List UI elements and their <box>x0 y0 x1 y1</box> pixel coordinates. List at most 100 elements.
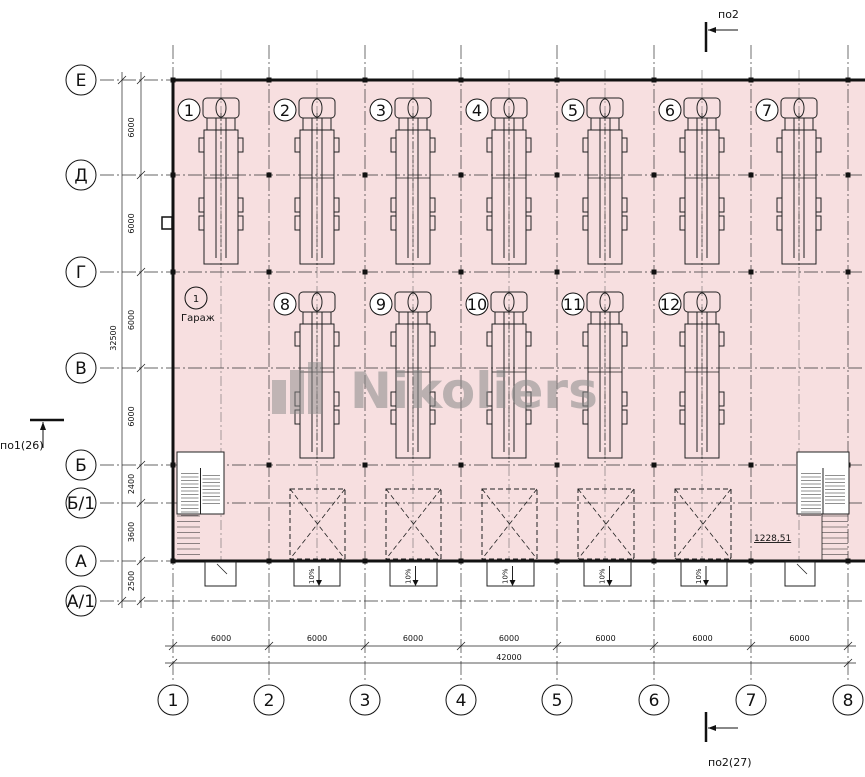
column <box>651 77 657 83</box>
column <box>458 462 464 468</box>
dim-tick <box>843 641 853 651</box>
axis-circle <box>65 487 97 519</box>
truck-wheel <box>390 197 397 213</box>
ramp-arrowhead <box>703 580 709 586</box>
truck-wheel <box>582 197 589 213</box>
column <box>170 77 176 83</box>
column <box>362 558 368 564</box>
truck-parking-space-4: 4 <box>465 97 532 268</box>
axis-bubble-v-8: 8 <box>832 684 864 716</box>
dim-label-v-1: 6000 <box>127 117 136 137</box>
axis-label: 5 <box>552 691 563 711</box>
parking-number-circle <box>465 98 489 122</box>
ramp-slope-label: 10% <box>599 568 607 584</box>
truck-parking-space-3: 3 <box>369 97 436 268</box>
door-step-2 <box>784 561 816 587</box>
truck-wheel <box>679 409 686 425</box>
axis-bubble-h-4: В <box>65 352 97 384</box>
column <box>748 77 754 83</box>
axis-label: 8 <box>843 691 854 711</box>
truck-wheel <box>582 331 589 347</box>
truck-wheel <box>776 215 783 231</box>
axis-label: В <box>75 359 87 379</box>
section-mark-bottom <box>704 712 738 742</box>
parking-number-2: 2 <box>280 101 290 120</box>
column <box>554 269 560 275</box>
step-swing <box>216 563 228 575</box>
parking-number-circle <box>561 292 585 316</box>
truck-wheel <box>525 331 532 347</box>
ramp-arrowhead <box>606 580 613 586</box>
column <box>554 172 560 178</box>
truck-wheel <box>390 391 397 407</box>
truck-wheel <box>294 197 301 213</box>
dim-tick <box>117 596 127 606</box>
gate-diagonal <box>481 488 538 560</box>
truck-wheel <box>429 409 436 425</box>
axis-circle <box>65 352 97 384</box>
column <box>266 462 272 468</box>
dim-tick <box>649 641 659 651</box>
watermark-logo <box>272 362 322 414</box>
axis-bubble-v-7: 7 <box>735 684 767 716</box>
dim-tick <box>136 460 146 470</box>
dim-label-h-5: 6000 <box>595 634 615 643</box>
gate-3 <box>481 488 538 560</box>
dim-label-v-6: 3600 <box>127 522 136 542</box>
column <box>748 269 754 275</box>
axis-circle <box>735 684 767 716</box>
truck-wheel <box>679 197 686 213</box>
axis-circle <box>349 684 381 716</box>
truck-wheel <box>679 331 686 347</box>
truck-wheel <box>582 409 589 425</box>
gate-4 <box>577 488 635 560</box>
column <box>845 77 851 83</box>
truck-wheel <box>679 391 686 407</box>
gate-2 <box>385 488 442 560</box>
garage-floor <box>173 80 865 561</box>
axis-label: А <box>75 552 87 572</box>
truck-parking-space-12: 12 <box>658 291 725 462</box>
truck-wheel <box>525 215 532 231</box>
truck-wheel <box>718 137 725 153</box>
parking-number-4: 4 <box>472 101 482 120</box>
axis-bubble-h-8: А/1 <box>65 585 97 617</box>
truck-wheel <box>486 409 493 425</box>
gate-frame <box>385 488 442 560</box>
ramp-arrowhead <box>509 580 516 586</box>
ramp-4: 10% <box>583 561 632 587</box>
truck-parking-space-7: 7 <box>755 97 822 268</box>
door-step-1 <box>204 561 237 587</box>
truck-wheel <box>582 137 589 153</box>
parking-number-circle <box>561 98 585 122</box>
truck-parking-space-1: 1 <box>177 97 244 268</box>
column <box>651 172 657 178</box>
truck-wheel <box>333 137 340 153</box>
truck-wheel <box>333 331 340 347</box>
parking-number-circle <box>369 292 393 316</box>
ramp-slope-label: 10% <box>502 568 510 584</box>
truck-wheel <box>582 391 589 407</box>
dim-tick <box>117 75 127 85</box>
truck-wheel <box>237 137 244 153</box>
dim-tick <box>360 641 370 651</box>
ramp-2: 10% <box>389 561 438 587</box>
truck-wheel <box>621 409 628 425</box>
ramp-slope-label: 10% <box>405 568 413 584</box>
truck-wheel <box>679 215 686 231</box>
step-swing <box>796 563 808 575</box>
axis-label: А/1 <box>67 592 95 612</box>
axis-circle <box>638 684 670 716</box>
ramp-arrowhead <box>316 580 322 586</box>
truck-wheel <box>294 215 301 231</box>
parking-number-11: 11 <box>563 295 583 314</box>
dim-label-h-1: 6000 <box>211 634 231 643</box>
gate-5 <box>674 488 732 560</box>
room-number: 1 <box>193 294 199 305</box>
column <box>748 462 754 468</box>
step-outline <box>204 561 237 587</box>
truck-wheel <box>237 215 244 231</box>
gate-frame <box>289 488 346 560</box>
